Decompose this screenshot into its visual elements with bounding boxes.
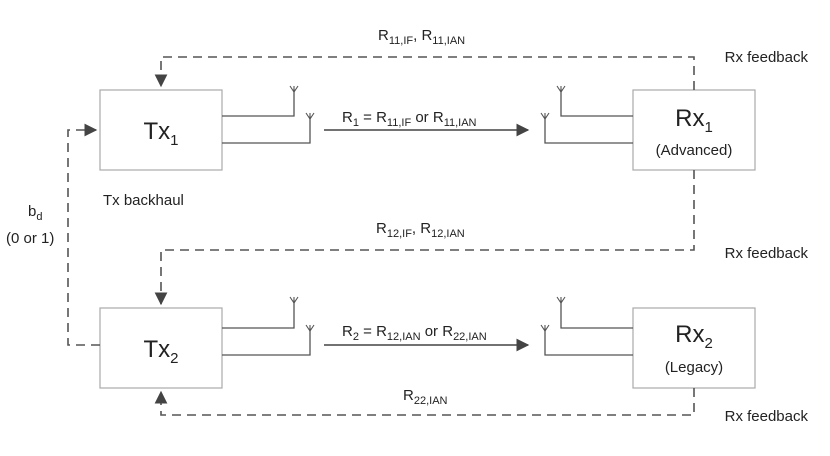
rx2-caption: (Legacy) bbox=[665, 359, 723, 376]
rx-feedback-label-1: Rx feedback bbox=[725, 49, 809, 66]
r1-label: R1 = R11,IF or R11,IAN bbox=[342, 109, 477, 129]
feedback-label-r12: R12,IF, R12,IAN bbox=[376, 220, 465, 240]
rx2-antenna-icon bbox=[540, 296, 633, 356]
tx1-label: Tx1 bbox=[143, 118, 178, 149]
bd-label: bd bbox=[28, 203, 42, 223]
feedback-label-r22: R22,IAN bbox=[403, 387, 448, 407]
tx2-label: Tx2 bbox=[143, 336, 178, 367]
tx1-box bbox=[99, 89, 223, 171]
bd-values-label: (0 or 1) bbox=[6, 230, 54, 247]
feedback-path-rx1-tx2 bbox=[154, 170, 695, 306]
tx1-antenna-icon bbox=[222, 85, 315, 144]
r2-label: R2 = R12,IAN or R22,IAN bbox=[342, 323, 487, 343]
feedback-path-rx1-tx1 bbox=[154, 56, 695, 90]
rx-feedback-label-3: Rx feedback bbox=[725, 408, 809, 425]
backhaul-path bbox=[67, 123, 100, 346]
rx2-label: Rx2 bbox=[675, 321, 713, 352]
tx2-antenna-icon bbox=[222, 296, 315, 356]
feedback-label-r11: R11,IF, R11,IAN bbox=[378, 27, 465, 47]
rx-feedback-label-2: Rx feedback bbox=[725, 245, 809, 262]
rx1-antenna-icon bbox=[540, 85, 633, 144]
rx1-label: Rx1 bbox=[675, 105, 713, 136]
tx2-box bbox=[99, 307, 223, 389]
feedback-path-rx2-tx2 bbox=[154, 388, 695, 416]
rx1-caption: (Advanced) bbox=[656, 142, 733, 159]
tx-backhaul-label: Tx backhaul bbox=[103, 192, 184, 209]
rx2-box bbox=[632, 307, 756, 389]
